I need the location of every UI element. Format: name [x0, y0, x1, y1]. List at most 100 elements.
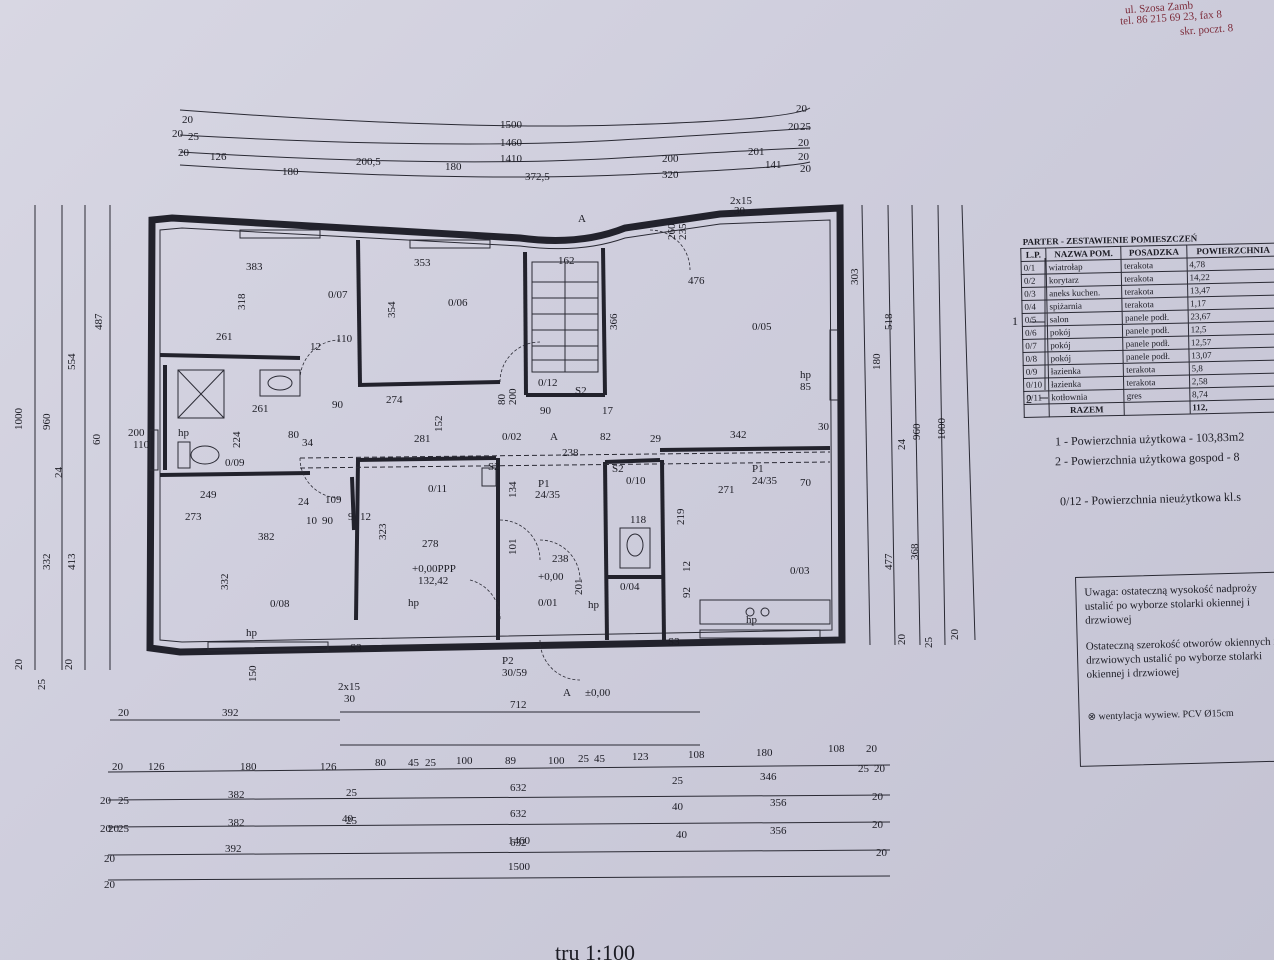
room-label-03: 0/03: [790, 565, 810, 577]
dim-top-25b: 25: [800, 121, 812, 133]
dim-left-332: 332: [41, 554, 53, 571]
dim-bot-mid-2x15: 2x15: [338, 681, 361, 693]
outer-wall: [146, 204, 846, 656]
dim-b2-382: 382: [228, 789, 245, 801]
dim-in-261a: 261: [216, 331, 233, 343]
dim-b3-40: 40: [672, 801, 684, 813]
mark-p2-size: 30/59: [502, 667, 528, 679]
room-label-10: 0/10: [626, 475, 646, 487]
level-entry: +0,00: [538, 571, 564, 583]
dim-in-281: 281: [414, 433, 431, 445]
dim-in-382: 382: [258, 531, 275, 543]
bracket-label-1: 1: [1012, 314, 1018, 328]
dim-in-92: 92: [681, 587, 693, 598]
mark-s3-b: S3: [668, 636, 680, 648]
dim-top-20h: 20: [800, 163, 812, 175]
level-main: +0,00PPP: [412, 563, 456, 575]
dim-right-20a: 20: [896, 634, 908, 646]
dim-b1-45a: 45: [408, 757, 420, 769]
dim-in-109: 109: [325, 494, 342, 506]
dim-b3-20a: 20: [100, 823, 112, 835]
dim-in-12c: 12: [681, 561, 693, 572]
level-marks: +0,00PPP 132,42 +0,00 ±0,00 P1 24/35 P1 …: [178, 213, 812, 699]
dim-b4-392: 392: [225, 843, 242, 855]
dim-in-30: 30: [818, 421, 830, 433]
dim-left-960: 960: [41, 413, 53, 430]
dim-in-219: 219: [675, 508, 687, 525]
dim-in-274: 274: [386, 394, 403, 406]
dim-bot-mid-30: 30: [344, 693, 356, 705]
dim-b3-25b: 25: [346, 815, 358, 827]
dim-bot-mid-712: 712: [510, 699, 527, 711]
dim-left-20b: 20: [63, 659, 75, 671]
windows: [149, 229, 839, 651]
dim-in-85: 85: [800, 381, 812, 393]
dim-b1-108a: 108: [688, 749, 705, 761]
dim-in-273: 273: [185, 511, 202, 523]
dim-left-413: 413: [66, 553, 78, 570]
dim-b3-382: 382: [228, 817, 245, 829]
dim-b2-25a: 25: [118, 795, 130, 807]
dim-right-303: 303: [849, 268, 861, 285]
dim-b1-180a: 180: [240, 761, 257, 773]
dim-in-235: 235: [677, 223, 689, 240]
mark-hp-e: hp: [746, 614, 758, 626]
table-total-label: RAZEM: [1048, 402, 1125, 417]
dim-in-261b: 261: [252, 403, 269, 415]
mark-hp-b: hp: [246, 627, 258, 639]
dim-top-20d: 20: [796, 103, 808, 115]
dim-right-960: 960: [911, 423, 923, 440]
dim-top-200: 200: [662, 153, 679, 165]
dim-b1-20b: 20: [866, 743, 878, 755]
level-main-abs: 132,42: [418, 575, 448, 587]
dim-in-152: 152: [433, 416, 445, 433]
door-swings: [299, 229, 691, 681]
room-label-12: 0/12: [538, 377, 558, 389]
right-dimensions: 303 518 960 1000 477 368 24 20 25 20: [849, 204, 976, 649]
dim-left-24: 24: [53, 467, 65, 479]
dim-in-318: 318: [236, 293, 248, 310]
dim-left-554: 554: [66, 353, 78, 370]
dim-right-477: 477: [883, 553, 895, 570]
dim-b1-89: 89: [505, 755, 517, 767]
dim-b4-356: 356: [770, 825, 787, 837]
dim-in-260: 260: [666, 223, 678, 240]
dim-in-332: 332: [219, 574, 231, 591]
dim-b3-20b: 20: [872, 791, 884, 803]
dim-b2-20a: 20: [100, 795, 112, 807]
dim-right-518: 518: [883, 313, 895, 330]
notes-box: Uwaga: ostateczną wysokość nadproży usta…: [1075, 571, 1274, 767]
dim-b1-108b: 108: [828, 743, 845, 755]
mark-s3-a: S3: [350, 642, 362, 654]
dim-in-323: 323: [377, 523, 389, 540]
dim-in-90b: 90: [540, 405, 552, 417]
dim-in-162: 162: [558, 255, 575, 267]
dim-in-30b: 30: [734, 205, 746, 217]
room-labels: 0/07 0/06 0/05 0/12 0/02 0/09 0/11 0/10 …: [225, 289, 810, 610]
dim-b1-100b: 100: [548, 755, 565, 767]
dim-left-25: 25: [36, 679, 48, 691]
dim-right-25: 25: [923, 637, 935, 649]
dim-top-20e: 20: [788, 121, 800, 133]
mark-p1-b: P1: [752, 463, 764, 475]
dim-b1-123: 123: [632, 751, 649, 763]
dim-top-201: 201: [748, 146, 765, 158]
room-label-08: 0/08: [270, 598, 290, 610]
dim-top-20f: 20: [798, 137, 810, 149]
dim-in-383: 383: [246, 261, 263, 273]
dim-top-180b: 180: [445, 161, 462, 173]
dim-b5-1460: 1460: [508, 835, 531, 847]
dim-b3-356: 356: [770, 797, 787, 809]
dim-b6-1500: 1500: [508, 861, 531, 873]
dim-top-141: 141: [765, 159, 782, 171]
dim-in-353: 353: [414, 257, 431, 269]
dim-b3-632: 632: [510, 808, 527, 820]
level-terrace: ±0,00: [585, 687, 611, 699]
dim-b2-25b: 25: [346, 787, 358, 799]
dim-top-20b: 20: [172, 128, 184, 140]
dim-in-238b: 238: [552, 553, 569, 565]
dim-in-12b: 12: [360, 511, 371, 523]
dim-in-366: 366: [608, 313, 620, 330]
dim-in-249: 249: [200, 489, 217, 501]
